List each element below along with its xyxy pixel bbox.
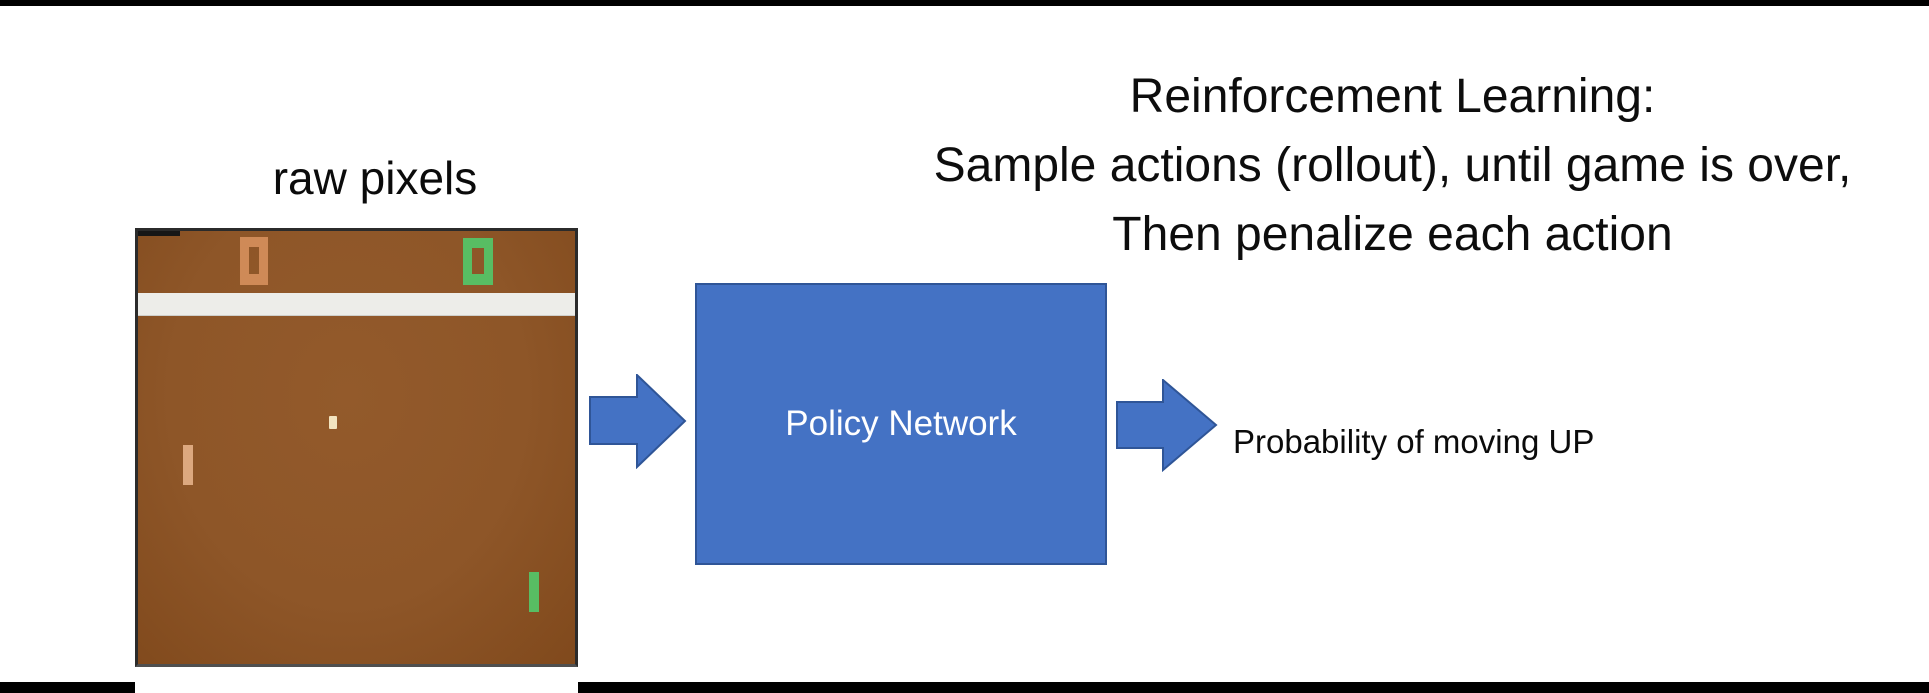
policy-network-label: Policy Network: [785, 404, 1017, 443]
output-probability-label: Probability of moving UP: [1233, 423, 1595, 460]
bottom-black-bar-left: [0, 682, 135, 693]
left-paddle-icon: [183, 445, 193, 485]
top-black-bar: [0, 0, 1929, 6]
title-line-3: Then penalize each action: [1112, 208, 1673, 261]
right-paddle-icon: [529, 572, 539, 612]
slide-title: Reinforcement Learning: Sample actions (…: [855, 62, 1929, 269]
left-score-zero-icon: [240, 237, 268, 285]
output-arrow-right-icon: [1116, 379, 1218, 472]
policy-network-box: Policy Network: [695, 283, 1107, 565]
ball-icon: [329, 416, 337, 429]
input-arrow-right-icon: [589, 374, 687, 469]
top-wall-band: [138, 293, 575, 315]
screen-corner-notch: [138, 231, 180, 236]
pong-game-image: [135, 228, 578, 667]
title-line-2: Sample actions (rollout), until game is …: [933, 139, 1852, 192]
raw-pixels-label: raw pixels: [272, 152, 478, 204]
right-score-zero-icon: [463, 238, 493, 285]
title-line-1: Reinforcement Learning:: [1129, 70, 1656, 123]
bottom-black-bar-right: [578, 682, 1929, 693]
